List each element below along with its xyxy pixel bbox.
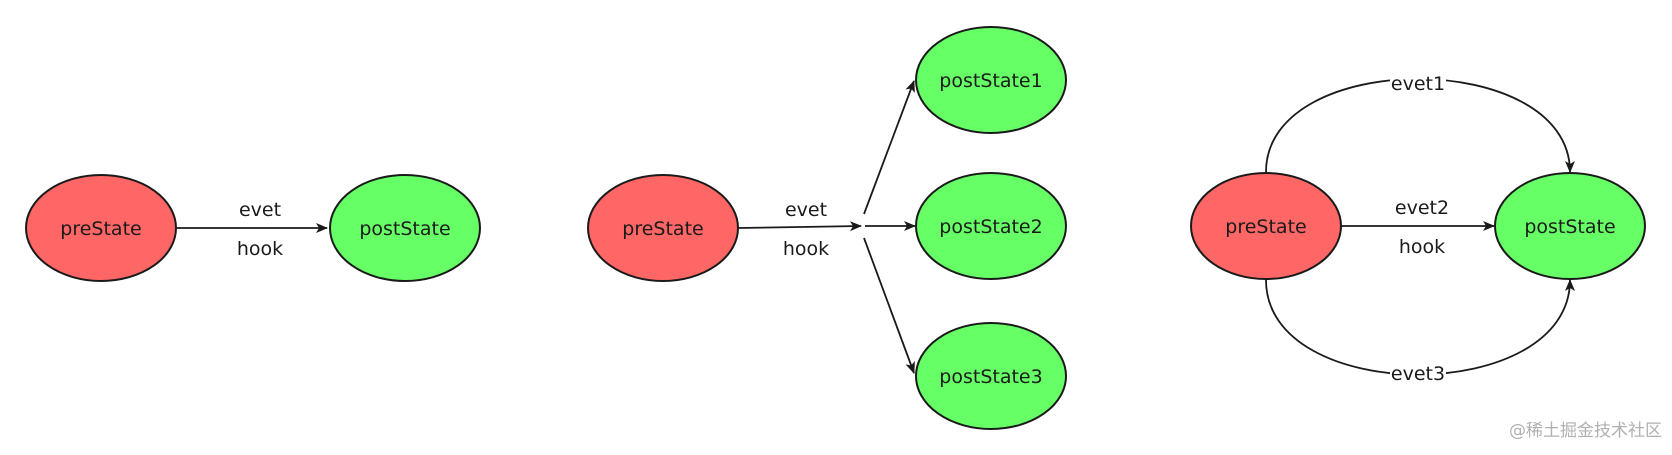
edge-label-evet3: evet3 (1391, 363, 1445, 385)
node-prestate: preState (587, 174, 739, 282)
edge-label-hook: hook (1399, 236, 1445, 258)
svg-text:preState: preState (622, 218, 703, 240)
edge-split-to-post3 (863, 237, 915, 374)
node-poststate1: postState1 (915, 26, 1067, 134)
node-poststate: postState (329, 174, 481, 282)
edge-label-evet2: evet2 (1395, 197, 1449, 219)
svg-text:postState2: postState2 (939, 216, 1042, 238)
svg-text:preState: preState (60, 218, 141, 240)
edge-label-evet1: evet1 (1391, 73, 1445, 95)
svg-text:postState: postState (1524, 216, 1615, 238)
svg-text:preState: preState (1225, 216, 1306, 238)
node-prestate: preState (1190, 172, 1342, 280)
watermark-text: @稀土掘金技术社区 (1509, 421, 1662, 441)
svg-text:postState3: postState3 (939, 366, 1042, 388)
node-poststate3: postState3 (915, 322, 1067, 430)
svg-text:postState: postState (359, 218, 450, 240)
edge-label-hook: hook (237, 238, 283, 260)
diagram-single-transition: evet hook preState postState (25, 174, 481, 282)
diagram-multi-event-transition: evet1 evet2 hook evet3 preState postStat… (1190, 73, 1646, 385)
edge-split-to-post1 (863, 80, 915, 215)
edge-to-split (737, 221, 862, 232)
node-prestate: preState (25, 174, 177, 282)
svg-text:postState1: postState1 (939, 70, 1042, 92)
edge-label-evet: evet (239, 199, 281, 221)
diagram-fanout-transition: evet hook preState postState1 postState2… (587, 26, 1067, 430)
edge-evet3-arc (1265, 279, 1575, 376)
edge-label-hook: hook (783, 238, 829, 260)
node-poststate2: postState2 (915, 172, 1067, 280)
node-poststate: postState (1494, 172, 1646, 280)
edge-label-evet: evet (785, 199, 827, 221)
